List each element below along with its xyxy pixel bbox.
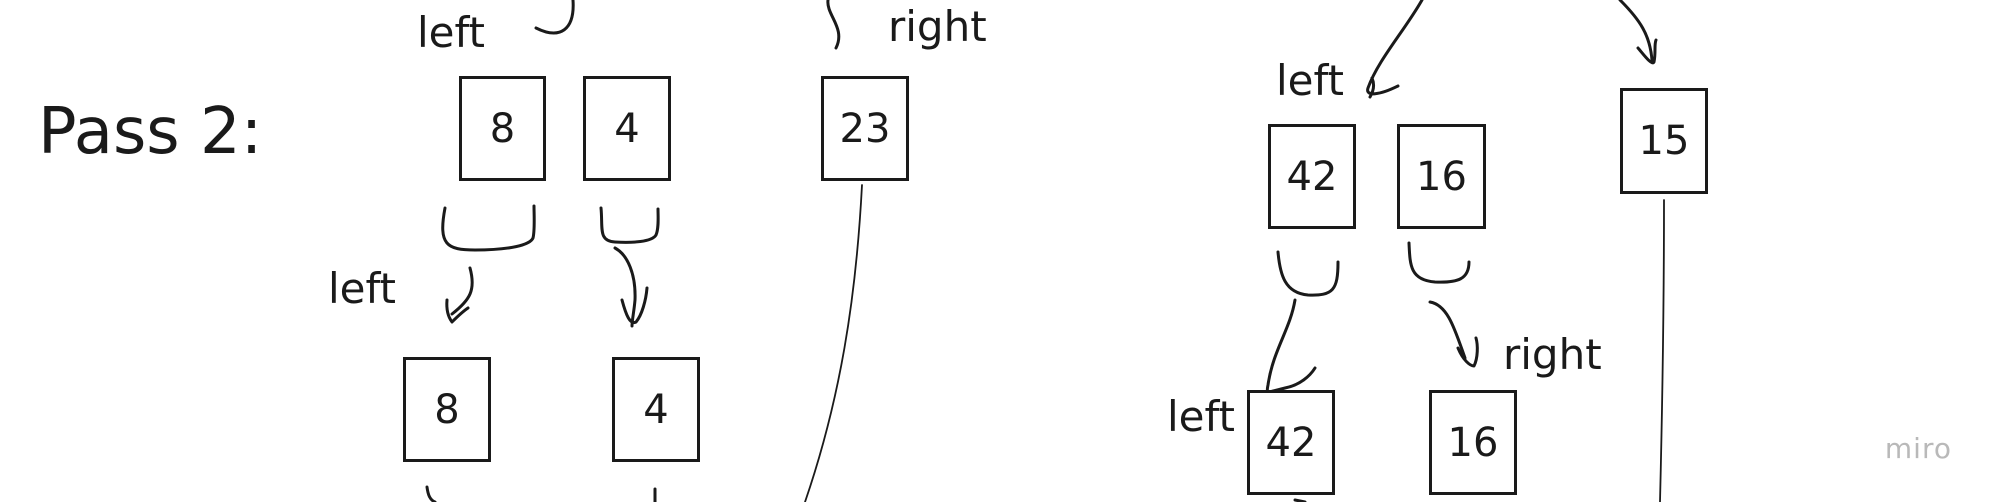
box-23: 23 [821, 76, 909, 181]
bracket-under-42 [1276, 250, 1340, 297]
pass-title: Pass 2: [38, 95, 263, 169]
label-left-3: left [1276, 56, 1345, 105]
box-4-bottom: 4 [612, 357, 700, 462]
miro-watermark: miro [1884, 432, 1952, 465]
box-16-top: 16 [1397, 124, 1486, 229]
label-right-1: right [888, 2, 987, 51]
arrow-to-right-4 [613, 246, 649, 328]
box-8-top: 8 [459, 76, 546, 181]
stub-under-8 [425, 485, 437, 502]
arrow-to-left-8 [445, 266, 474, 324]
line-from-15 [1659, 199, 1665, 502]
box-42-top: 42 [1268, 124, 1356, 229]
arrow-to-right-16 [1428, 300, 1479, 368]
arc-to-left [1366, 0, 1424, 99]
curl-stroke-top-right [826, 0, 841, 50]
arc-to-15 [1618, 0, 1658, 65]
curl-stroke-top-left [534, 0, 575, 35]
label-right-2: right [1503, 330, 1602, 379]
label-left-2: left [328, 264, 397, 313]
label-left-1: left [417, 8, 486, 57]
box-42-bottom: 42 [1247, 390, 1335, 495]
bracket-under-4 [599, 206, 660, 244]
box-4-top: 4 [583, 76, 671, 181]
box-15: 15 [1620, 88, 1708, 194]
bracket-under-16 [1407, 241, 1471, 284]
label-left-4: left [1167, 392, 1236, 441]
line-from-23 [804, 184, 863, 502]
arrow-to-left-42 [1265, 298, 1317, 394]
box-16-bottom: 16 [1429, 390, 1517, 495]
bracket-under-8 [441, 204, 536, 252]
box-8-bottom: 8 [403, 357, 491, 462]
